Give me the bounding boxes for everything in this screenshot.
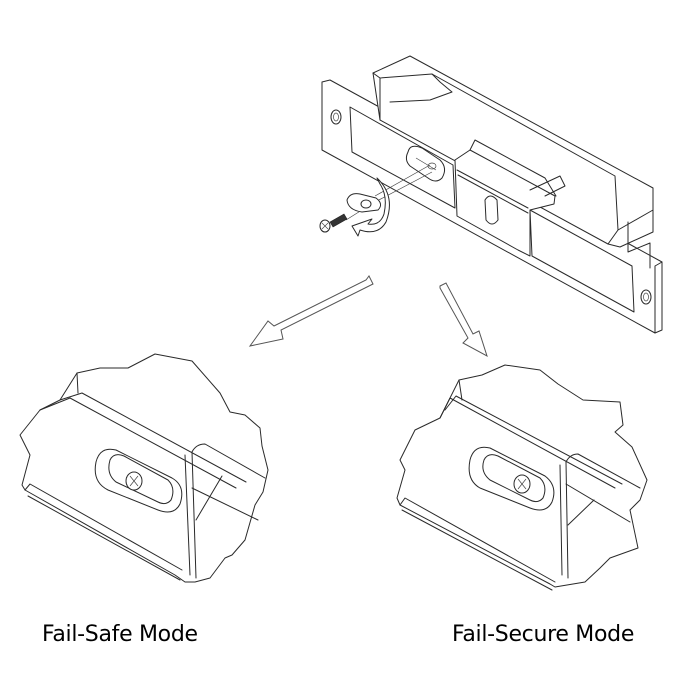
housing-top (372, 55, 654, 248)
fail-secure-detail (396, 364, 648, 591)
strike-body (321, 55, 663, 334)
fail-safe-detail (19, 353, 269, 583)
mounting-hole-top (330, 109, 342, 125)
arrow-to-fail-safe (248, 275, 374, 347)
keeper (454, 149, 556, 257)
exploded-parts (319, 164, 433, 237)
right-recess-panel (529, 209, 635, 313)
fail-safe-label: Fail-Safe Mode (42, 622, 198, 647)
arrow-to-fail-secure (439, 282, 488, 358)
left-recess-panel (349, 106, 456, 209)
latch-window (484, 195, 499, 225)
fail-secure-label: Fail-Secure Mode (452, 622, 635, 647)
mounting-hole-bottom (640, 289, 652, 305)
rotation-arrow-icon (351, 177, 390, 237)
fail-secure-slider (482, 454, 546, 503)
phillips-screw (319, 213, 348, 233)
